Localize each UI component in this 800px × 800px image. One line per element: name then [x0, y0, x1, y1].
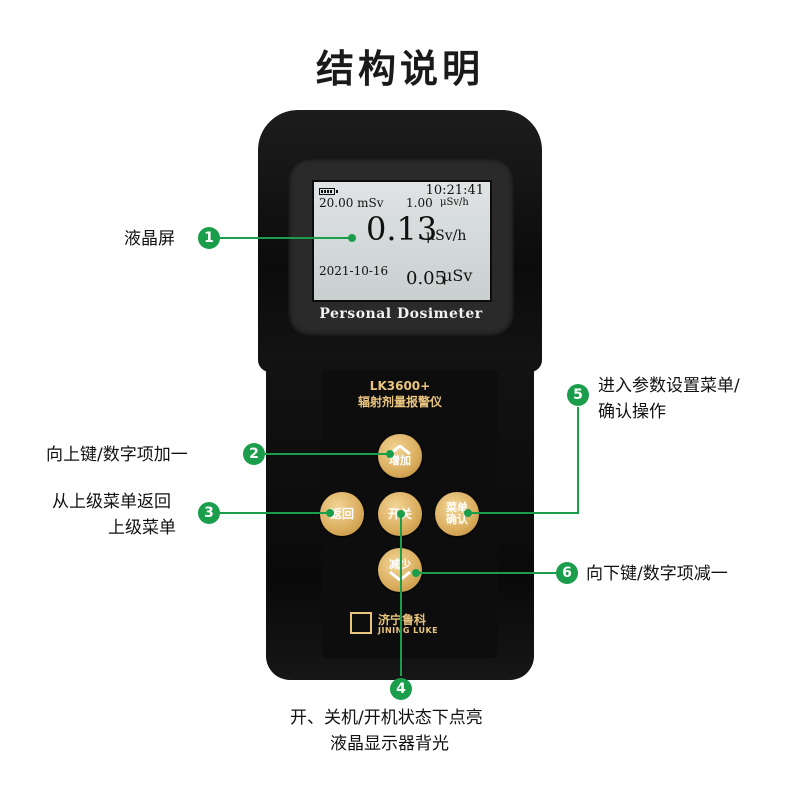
- up-button[interactable]: 增加: [378, 434, 422, 478]
- lcd-dose-rate-unit: μSv/h: [426, 228, 467, 244]
- callout-badge-3: 3: [198, 502, 220, 524]
- brand-name-en: JINING LUKE: [378, 626, 439, 635]
- callout-label-back-line1: 从上级菜单返回: [52, 492, 171, 512]
- menu-button-label-line2: 确认: [446, 513, 468, 526]
- callout-label-down: 向下键/数字项减一: [586, 564, 728, 584]
- callout-label-menu-line2: 确认操作: [598, 402, 666, 422]
- up-button-label: 增加: [389, 454, 411, 467]
- battery-icon: [319, 188, 338, 195]
- back-button-label: 返回: [329, 507, 354, 521]
- lcd-threshold-rate: 1.00: [406, 196, 433, 210]
- callout-badge-2: 2: [243, 443, 265, 465]
- page-title: 结构说明: [315, 47, 484, 91]
- menu-button-label-line1: 菜单: [446, 501, 468, 514]
- callout-label-lcd: 液晶屏: [124, 229, 175, 249]
- model-label: LK3600+ 辐射剂量报警仪: [300, 378, 500, 410]
- callout-label-power-line1: 开、关机/开机状态下点亮: [290, 708, 483, 728]
- brand-name-cn: 济宁鲁科: [378, 613, 427, 627]
- callout-badge-6: 6: [556, 562, 578, 584]
- lcd-date: 2021-10-16: [319, 264, 389, 278]
- lcd-time: 10:21:41: [425, 183, 484, 198]
- lcd-threshold-rate-unit: μSv/h: [440, 197, 469, 208]
- lcd-screen: 10:21:41 20.00 mSv 1.00 μSv/h 0.13 μSv/h…: [312, 180, 492, 302]
- model-name: 辐射剂量报警仪: [357, 395, 442, 409]
- lcd-dose-unit: μSv: [442, 266, 473, 285]
- callout-badge-4: 4: [390, 678, 412, 700]
- callout-badge-5: 5: [567, 384, 589, 406]
- callout-label-up: 向上键/数字项加一: [46, 445, 188, 465]
- chevron-up-icon: [389, 445, 411, 455]
- screen-brand: Personal Dosimeter: [319, 306, 483, 322]
- callout-label-power-line2: 液晶显示器背光: [330, 734, 449, 754]
- lcd-dose-rate: 0.13: [366, 210, 438, 248]
- lcd-threshold-dose: 20.00 mSv: [319, 196, 384, 210]
- callout-badge-1: 1: [198, 227, 220, 249]
- callout-label-menu-line1: 进入参数设置菜单/: [598, 376, 740, 396]
- callout-label-back-line2: 上级菜单: [108, 518, 176, 538]
- lcd-dose: 0.05: [406, 268, 447, 289]
- model-number: LK3600+: [369, 379, 431, 393]
- lk-logo-icon: [350, 612, 372, 634]
